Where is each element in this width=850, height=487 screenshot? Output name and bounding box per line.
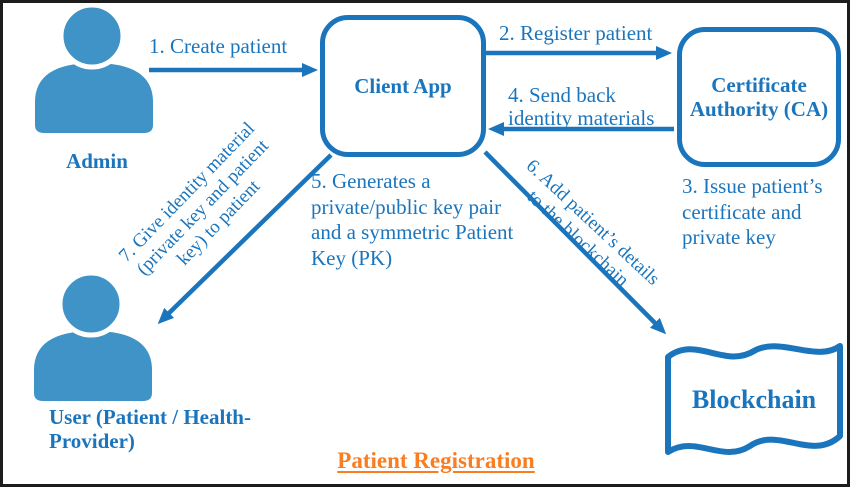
edge-label-generates-keys: 5. Generates a private/public key pair a…: [311, 169, 514, 270]
user-person-icon: [30, 272, 156, 404]
arrows-layer: [149, 46, 674, 335]
admin-label: Admin: [66, 149, 128, 173]
node-blockchain: Blockchain: [658, 333, 847, 463]
edge-label-register-patient: 2. Register patient: [499, 21, 653, 45]
arrow-add-to-blockchain: [483, 150, 667, 335]
diagram-title: Patient Registration: [337, 448, 535, 473]
certificate-authority-label: Certificate Authority (CA): [689, 72, 829, 121]
edge-label-send-back-identity: 4. Send back identity materials: [508, 83, 655, 130]
admin-person-icon: [31, 4, 157, 136]
node-certificate-authority: Certificate Authority (CA): [677, 27, 841, 167]
user-label: User (Patient / Health- Provider): [49, 405, 251, 454]
blockchain-label: Blockchain: [691, 385, 817, 414]
client-app-label: Client App: [354, 73, 452, 98]
arrow-give-identity-material: [157, 153, 333, 325]
edge-label-issue-certificate: 3. Issue patient’s certificate and priva…: [682, 174, 823, 250]
edge-label-create-patient: 1. Create patient: [149, 34, 288, 58]
node-client-app: Client App: [320, 15, 486, 157]
